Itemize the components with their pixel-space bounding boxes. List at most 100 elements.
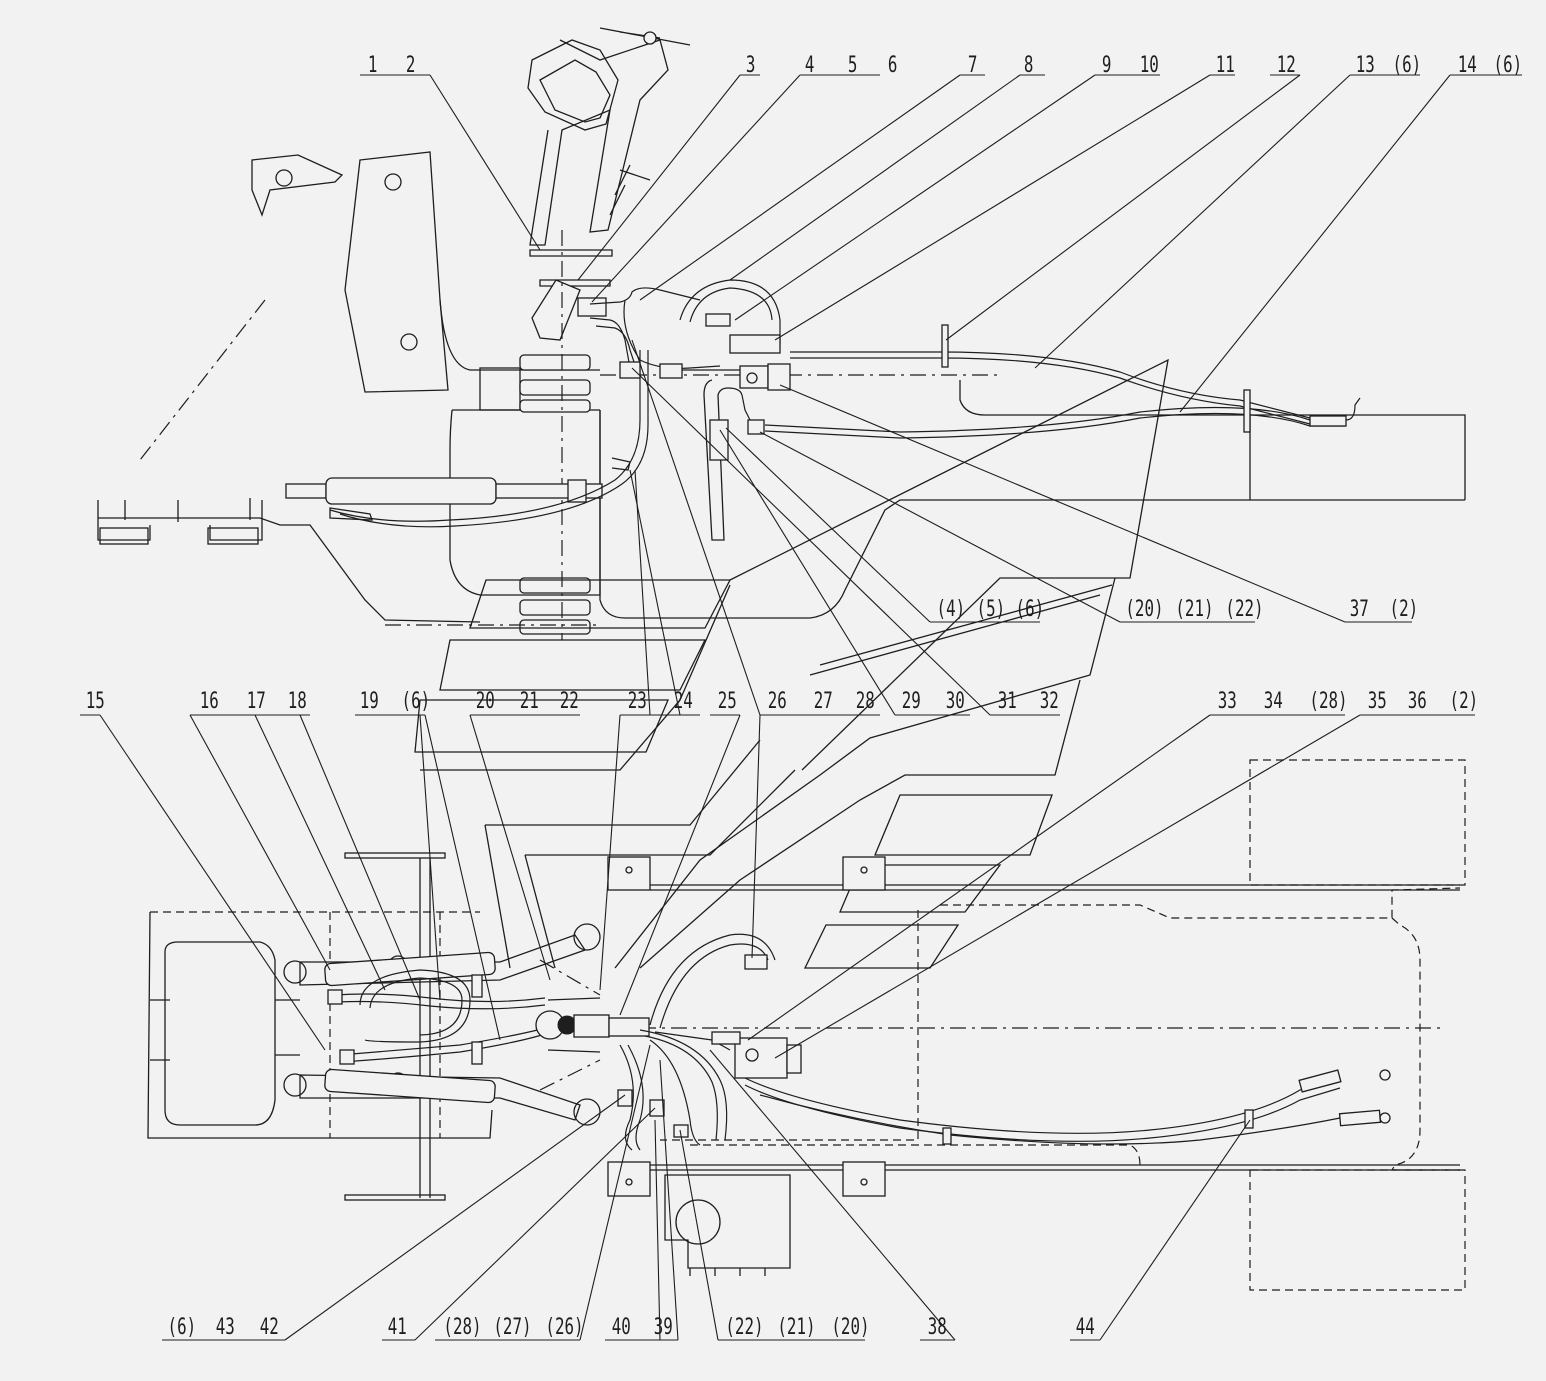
fitting-42 — [617, 1089, 633, 1107]
hose-lower-b — [341, 1033, 546, 1063]
leader-14 — [1179, 74, 1451, 413]
callout-3: 3 — [746, 51, 756, 77]
leader-m20 — [759, 431, 1121, 623]
tank-panel-1 — [439, 639, 707, 691]
clamp-44 — [1244, 1109, 1254, 1129]
loader-arm-plate — [344, 151, 449, 393]
callout-40: 40 — [612, 1313, 631, 1339]
pump-body — [739, 365, 769, 389]
callout-36-qty: (2) — [1450, 687, 1479, 713]
tower-cap-top — [344, 852, 446, 859]
filter-element — [709, 419, 729, 461]
callout-39: 39 — [654, 1313, 673, 1339]
tank-diagonal-3 — [614, 577, 1116, 969]
leader-40 — [654, 1119, 661, 1341]
pivot-axes — [539, 959, 601, 1091]
tank-panel-2 — [414, 699, 669, 753]
tank-filler — [675, 1199, 721, 1245]
leader-24b — [634, 469, 651, 716]
leader-15 — [99, 714, 326, 1051]
tilt-cylinder-lower — [324, 1068, 496, 1104]
boom-edge-marks — [150, 999, 170, 1061]
hinge-pin-top — [519, 354, 591, 371]
callout-38: 38 — [928, 1313, 947, 1339]
hose-coupling-9 — [705, 313, 731, 327]
cylinder-rod-end — [285, 483, 327, 499]
leader-23 — [599, 714, 621, 991]
lower-arm — [299, 1074, 581, 1121]
rear-chassis-box-bottom — [1249, 1169, 1466, 1291]
callout-m21: (21) — [1175, 595, 1213, 621]
swivel-cap — [557, 1015, 577, 1035]
callout-34: 34 — [1264, 687, 1283, 713]
leader-17 — [254, 714, 386, 991]
callout-27: 27 — [814, 687, 833, 713]
boom-inner-box — [164, 941, 276, 1126]
valve-outlet — [608, 1017, 650, 1037]
callout-13: 13 — [1356, 51, 1375, 77]
frame-front-edge — [439, 299, 600, 371]
frame-rail-top — [650, 884, 1460, 891]
tank-diagonal-5 — [809, 584, 1113, 676]
hose-main-a — [589, 317, 631, 369]
pump-flange — [767, 363, 791, 391]
valve-block-11 — [729, 334, 781, 354]
left-bracket-plate — [251, 154, 344, 217]
boom-frame — [147, 911, 493, 1139]
hose-44-c — [759, 1094, 1341, 1145]
callout-4: 4 — [805, 51, 815, 77]
callout-b26: (26) — [545, 1313, 583, 1339]
callout-26: 26 — [768, 687, 787, 713]
arm-pivot-upper — [283, 960, 307, 984]
callout-6: 6 — [888, 51, 898, 77]
pivot-ring-lower — [573, 1098, 601, 1126]
leader-16 — [189, 714, 331, 971]
hitch-pad-right — [207, 527, 259, 545]
tank-diagonal-2 — [420, 584, 731, 771]
tank-panel-4 — [839, 864, 1002, 913]
pad-bolt — [625, 1178, 633, 1186]
pump-assembly — [734, 1037, 788, 1079]
top-assembly — [97, 27, 1466, 969]
hose-38-b — [644, 1035, 718, 1141]
clamp-mid — [942, 1127, 952, 1145]
seat-cushion — [539, 59, 611, 123]
tank-diagonal-4 — [639, 679, 1081, 969]
tank-panel-5 — [803, 924, 960, 969]
callout-43: 43 — [216, 1313, 235, 1339]
arm-upper-pin — [384, 173, 402, 191]
tank-outline-top — [469, 579, 732, 629]
leader-13 — [1034, 74, 1351, 369]
boom-cross — [275, 999, 300, 1056]
fitting-lower-30 — [747, 419, 765, 435]
callout-5: 5 — [848, 51, 858, 77]
end-eye-a — [1379, 1069, 1391, 1081]
callout-19-qty: (6) — [402, 687, 431, 713]
callout-b27: (27) — [493, 1313, 531, 1339]
frame-hinge-block — [479, 367, 521, 411]
hose-14-b — [764, 412, 1345, 439]
manifold-lines — [547, 997, 601, 1053]
fitting-41 — [649, 1099, 665, 1117]
lift-cylinder-hose-b — [339, 350, 649, 528]
clamp-19b — [471, 1041, 483, 1065]
hose-8-loop-b — [689, 287, 773, 323]
inner-frame-dashed — [660, 910, 919, 1141]
steering-hub — [643, 31, 657, 45]
hose-14-a — [764, 406, 1345, 433]
callout-m22: (22) — [1225, 595, 1263, 621]
hose-18-loop — [359, 969, 471, 1043]
callout-b21: (21) — [777, 1313, 815, 1339]
callout-11: 11 — [1216, 51, 1235, 77]
callout-9: 9 — [1102, 51, 1112, 77]
callout-13-qty: (6) — [1393, 51, 1422, 77]
leader-27 — [631, 339, 761, 716]
steering-column — [529, 39, 669, 246]
callout-15: 15 — [86, 687, 105, 713]
callout-30: 30 — [946, 687, 965, 713]
callout-1: 1 — [368, 51, 378, 77]
hose-17-a — [334, 993, 546, 1003]
callout-m37-qty: (2) — [1390, 595, 1419, 621]
fitting-end-14 — [1309, 415, 1347, 427]
callout-labels: 1 2 3 4 5 6 7 8 9 10 11 12 13 (6) 14 (6)… — [86, 51, 1522, 1339]
